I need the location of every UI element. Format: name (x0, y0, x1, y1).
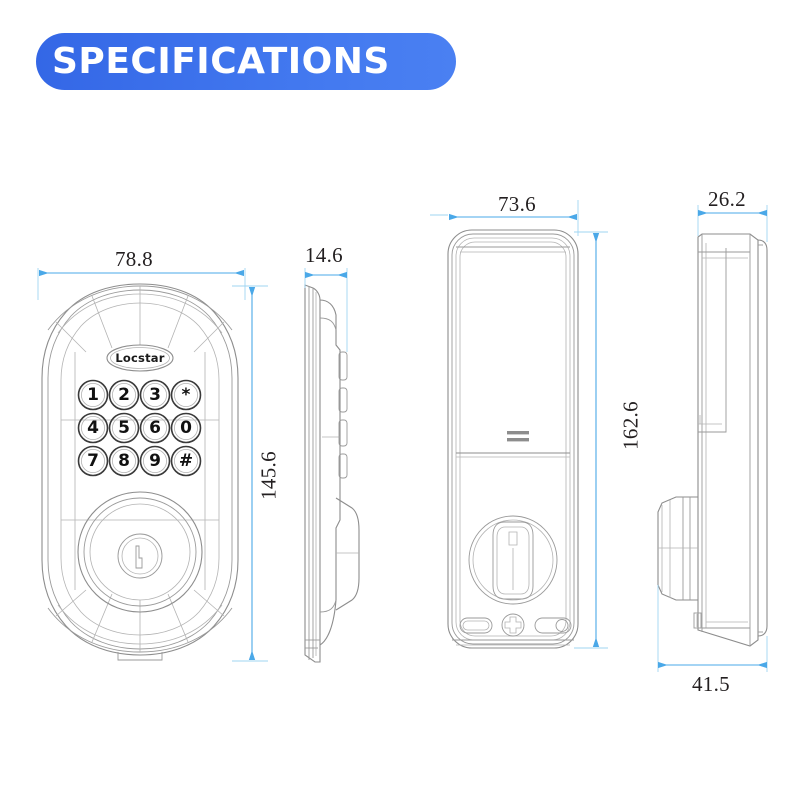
keypad-key-2[interactable]: 2 (118, 385, 130, 405)
keypad-key-3[interactable]: 3 (149, 385, 161, 405)
keypad-key-hash[interactable]: # (178, 451, 194, 471)
dimension-label-front-width: 78.8 (115, 247, 153, 271)
keypad-key-5[interactable]: 5 (118, 418, 130, 438)
keypad-key-6[interactable]: 6 (149, 418, 161, 438)
dimension-back-height (574, 231, 608, 649)
dimension-front-height (232, 285, 268, 662)
dimension-label-front-height: 145.6 (256, 451, 281, 500)
keypad-key-8[interactable]: 8 (118, 451, 130, 471)
dimension-label-back-width: 73.6 (498, 192, 536, 216)
dimension-front-depth (304, 268, 348, 352)
view-front-side-profile (304, 284, 360, 663)
dimension-back-depth-top (697, 205, 768, 242)
specifications-banner (36, 33, 456, 90)
page-title: SPECIFICATIONS (52, 41, 390, 82)
keypad-key-4[interactable]: 4 (87, 418, 99, 438)
keypad-buttons[interactable] (77, 379, 202, 477)
dimension-label-back-depth-bottom: 41.5 (692, 672, 730, 696)
keypad-key-star[interactable]: * (181, 385, 191, 405)
dimension-back-depth-bottom (657, 585, 768, 672)
dimension-label-back-depth-top: 26.2 (708, 187, 746, 211)
dimension-label-front-depth: 14.6 (305, 243, 343, 267)
dimension-back-width (430, 200, 579, 236)
brand-logo-text: Locstar (115, 351, 165, 365)
keypad-key-7[interactable]: 7 (87, 451, 99, 471)
keypad-key-0[interactable]: 0 (180, 418, 192, 438)
view-back-side-profile (657, 233, 768, 647)
view-front-exterior (41, 283, 239, 661)
dimension-front-width (37, 268, 246, 300)
keypad-key-9[interactable]: 9 (149, 451, 161, 471)
dimension-label-back-height: 162.6 (618, 401, 643, 450)
view-back-interior (447, 229, 579, 649)
keypad-key-1[interactable]: 1 (87, 385, 99, 405)
